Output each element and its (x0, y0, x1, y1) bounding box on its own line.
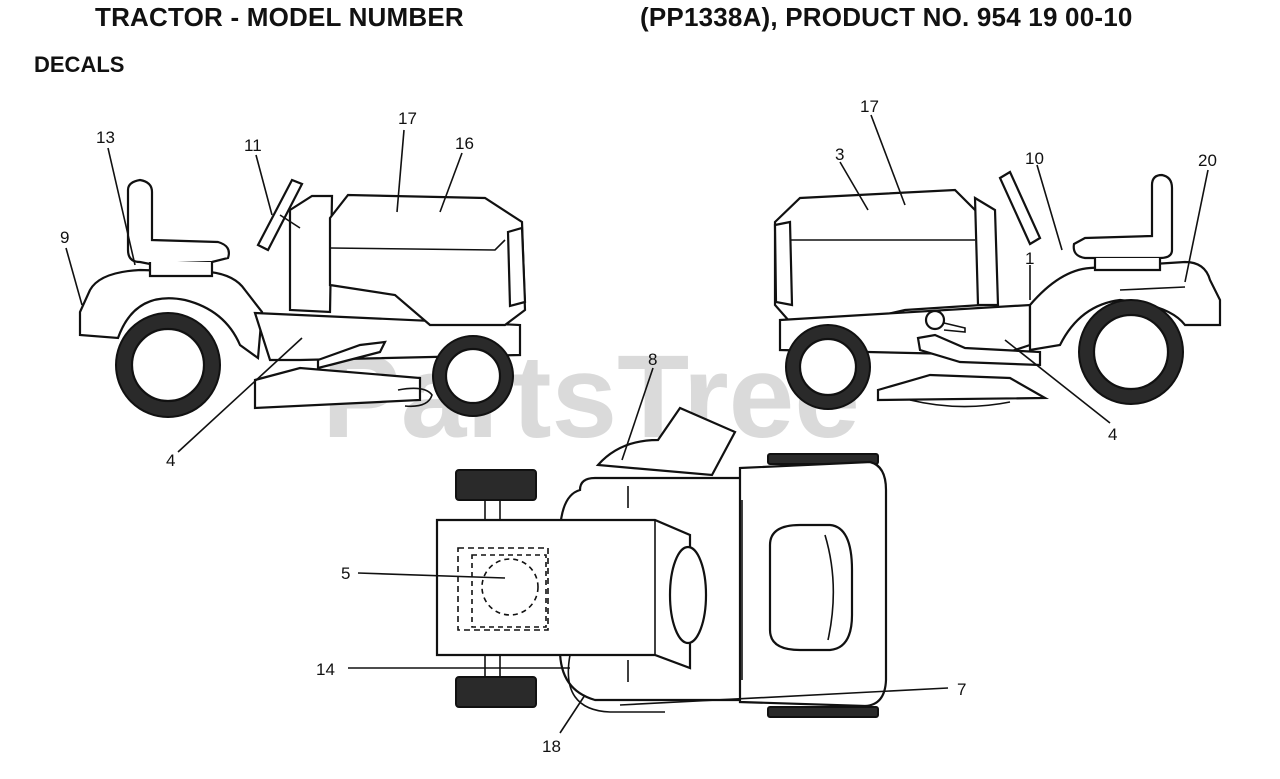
tractor-right-side-view (773, 114, 1222, 424)
right-view-callouts: 17 3 10 20 1 4 (835, 97, 1217, 444)
callout-8: 8 (648, 350, 657, 369)
tractor-left-side-view (65, 129, 527, 453)
section-title: DECALS (34, 52, 125, 77)
callout-11: 11 (244, 136, 262, 155)
callout-7: 7 (957, 680, 966, 699)
callout-18: 18 (542, 737, 561, 756)
callout-10: 10 (1025, 149, 1044, 168)
callout-14: 14 (316, 660, 335, 679)
callout-9: 9 (60, 228, 69, 247)
callout-1: 1 (1025, 249, 1034, 268)
diagram-title-model: TRACTOR - MODEL NUMBER (95, 2, 464, 32)
callout-16: 16 (455, 134, 474, 153)
callout-13: 13 (96, 128, 115, 147)
callout-5: 5 (341, 564, 350, 583)
tractor-top-view (348, 367, 949, 734)
callout-4: 4 (1108, 425, 1117, 444)
callout-4: 4 (166, 451, 175, 470)
callout-3: 3 (835, 145, 844, 164)
callout-20: 20 (1198, 151, 1217, 170)
left-view-callouts: 13 11 17 16 9 4 (60, 109, 474, 470)
diagram-title-product: (PP1338A), PRODUCT NO. 954 19 00-10 (640, 2, 1133, 32)
callout-17: 17 (398, 109, 417, 128)
callout-17: 17 (860, 97, 879, 116)
top-view-callouts: 8 5 14 7 18 (316, 350, 966, 756)
